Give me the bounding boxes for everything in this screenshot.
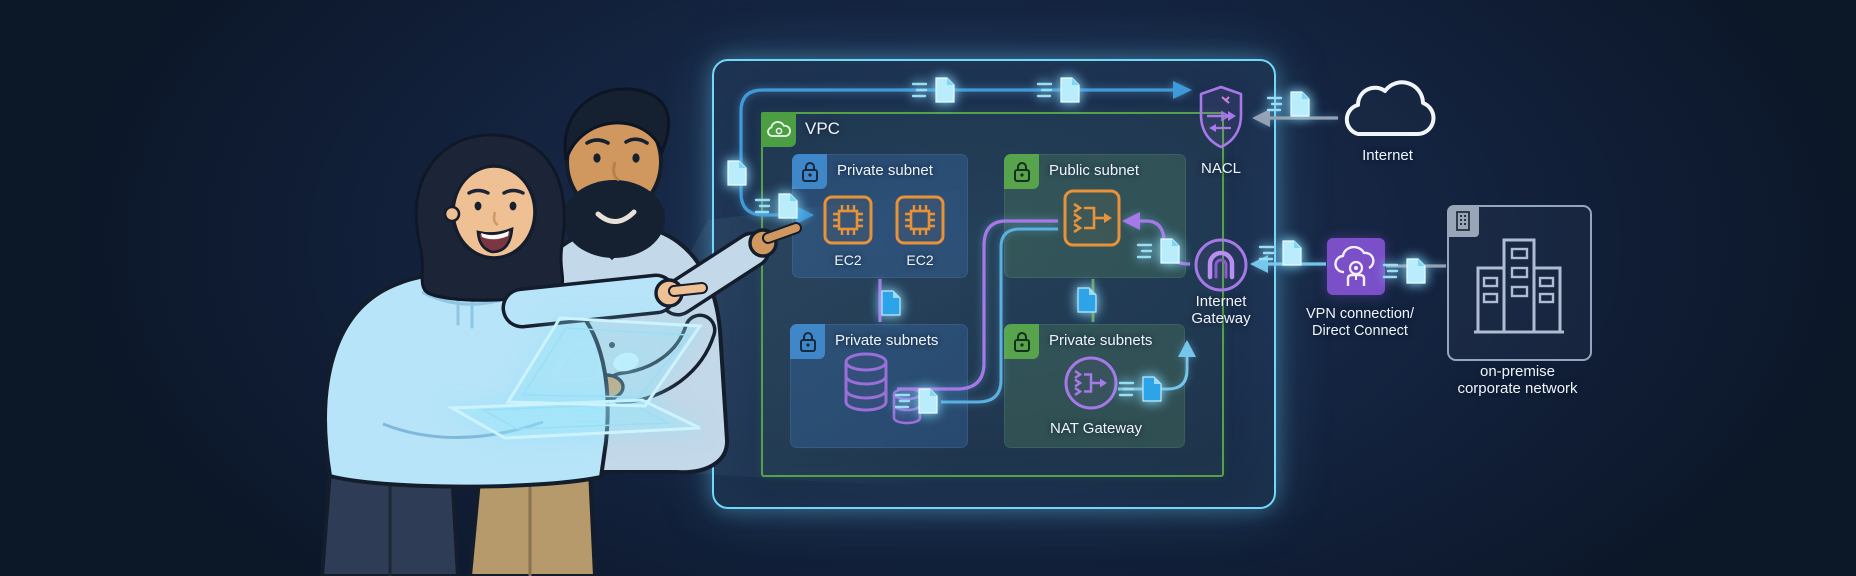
arrow-right-icon [1173, 81, 1192, 99]
onprem-label: on-premise corporate network [1425, 363, 1610, 398]
nat-gateway-icon [1064, 356, 1118, 410]
ec2-chip-icon [823, 195, 873, 245]
private-subnet-lock-badge [792, 154, 827, 189]
building-icon [1456, 211, 1470, 231]
flow-ingress-line [739, 88, 1178, 217]
private-subnet-top-label: Private subnet [837, 162, 933, 179]
private-subnets-left-lock-badge [790, 324, 825, 359]
lock-icon [799, 331, 816, 352]
cloud-lock-icon [1334, 245, 1375, 286]
woman-pointing-arm [505, 277, 673, 325]
internet-gateway-label-line1: Internet [1195, 293, 1247, 310]
arrow-left-icon [1252, 109, 1270, 127]
laptop-keyboard [480, 403, 671, 430]
ec2-label: EC2 [834, 252, 862, 268]
nacl-label: NACL [1200, 160, 1241, 177]
laptop-screen-inner [521, 327, 691, 398]
laptop-screen [505, 316, 703, 408]
server-buildings-icon [1474, 238, 1564, 334]
load-balancer-icon [1063, 189, 1121, 247]
private-subnets-right-label: Private subnets [1049, 332, 1153, 349]
ec2-label: EC2 [906, 252, 934, 268]
hologram-panel [712, 59, 1276, 509]
vpn-label-line1: VPN connection/ [1305, 306, 1414, 322]
woman-ear [443, 205, 461, 223]
vpn-connection-label: VPN connection/ Direct Connect [1285, 306, 1435, 339]
laptop-front-edge [504, 427, 701, 439]
internet-gateway-label: Internet Gateway [1168, 293, 1274, 328]
public-subnet-lock-badge [1004, 154, 1039, 189]
laptop-illustration [446, 316, 703, 440]
internet-gateway-label-line2: Gateway [1191, 310, 1251, 328]
cloud-icon [766, 120, 791, 137]
laptop-logo [613, 352, 639, 372]
vpn-connection-box [1327, 238, 1385, 295]
woman-figure [319, 133, 708, 576]
private-subnets-left-label: Private subnets [835, 332, 939, 349]
man-hair [563, 87, 671, 161]
arrow-right-icon [796, 206, 814, 224]
ec2-chip-icon [895, 195, 945, 245]
lock-icon [1013, 161, 1030, 182]
arrow-up-icon [1178, 340, 1196, 357]
private-subnets-right-lock-badge [1004, 324, 1039, 359]
vpc-label: VPC [805, 119, 840, 138]
lock-icon [1013, 331, 1030, 352]
vpn-label-line2: Direct Connect [1312, 322, 1408, 339]
woman-pointing-finger [670, 284, 706, 295]
onprem-label-line1: on-premise [1479, 363, 1556, 380]
onprem-tab-badge [1447, 205, 1479, 237]
arrow-left-icon [1122, 212, 1140, 230]
man-pointing-finger [764, 224, 800, 242]
internet-cloud-icon [1344, 80, 1436, 136]
vpc-container [761, 112, 1224, 477]
man-smile [595, 209, 637, 224]
nat-gateway-label: NAT Gateway [1050, 420, 1142, 437]
db-router-line [897, 219, 1058, 391]
vpc-cloud-badge [761, 112, 796, 147]
lock-icon [801, 161, 818, 182]
nat-igw-line [1118, 350, 1189, 391]
internet-label: Internet [1362, 147, 1413, 164]
public-subnet-label: Public subnet [1049, 162, 1140, 179]
hoodie-drawstrings [456, 298, 474, 329]
onprem-label-line2: corporate network [1457, 380, 1578, 398]
internet-gateway-icon [1194, 238, 1248, 292]
db-router-return-line [941, 227, 1058, 404]
nacl-shield-icon [1199, 85, 1243, 149]
